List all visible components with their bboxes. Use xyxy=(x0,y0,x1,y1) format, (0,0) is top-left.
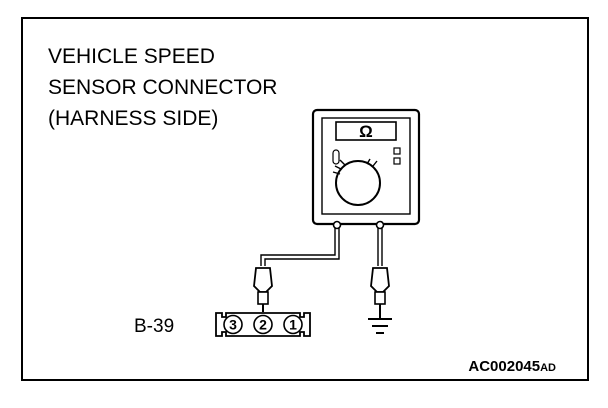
test-lead-right xyxy=(377,228,383,266)
ohmmeter-indicator xyxy=(332,149,340,165)
ohmmeter-dial xyxy=(335,160,381,206)
diagram-frame xyxy=(21,17,589,381)
ohmmeter-inner-panel xyxy=(321,117,411,215)
ohmmeter-jack-left xyxy=(332,220,342,230)
connector-pin-1 xyxy=(283,314,303,335)
title-line-1: VEHICLE SPEED xyxy=(48,45,215,68)
test-lead-left xyxy=(260,228,340,266)
figure-code-main: AC002045 xyxy=(468,358,540,375)
ohmmeter: Ω xyxy=(311,108,421,230)
title-line-2: SENSOR CONNECTOR xyxy=(48,76,277,99)
dial-scale-marks xyxy=(332,158,378,175)
connector-pin-3 xyxy=(223,314,243,335)
pin-label-3: 3 xyxy=(229,317,237,333)
probe-left xyxy=(253,267,273,312)
figure-code: AC002045AD xyxy=(468,358,556,375)
pin-label-2: 2 xyxy=(259,317,267,333)
title-line-3: (HARNESS SIDE) xyxy=(48,107,218,130)
connector-b39: 3 2 1 xyxy=(215,312,311,337)
pin-label-1: 1 xyxy=(289,317,297,333)
ohmmeter-jack-right xyxy=(375,220,385,230)
connector-pin-2 xyxy=(253,314,273,335)
connector-label: B-39 xyxy=(134,316,174,337)
figure-code-suffix: AD xyxy=(540,362,556,374)
probe-right xyxy=(370,267,390,318)
ohmmeter-switch-2 xyxy=(393,157,401,165)
ohmmeter-display xyxy=(335,121,397,141)
ground-icon xyxy=(368,318,392,334)
title-block: VEHICLE SPEED SENSOR CONNECTOR (HARNESS … xyxy=(48,45,277,130)
ohm-symbol: Ω xyxy=(359,122,373,141)
ohmmeter-switch-1 xyxy=(393,147,401,155)
